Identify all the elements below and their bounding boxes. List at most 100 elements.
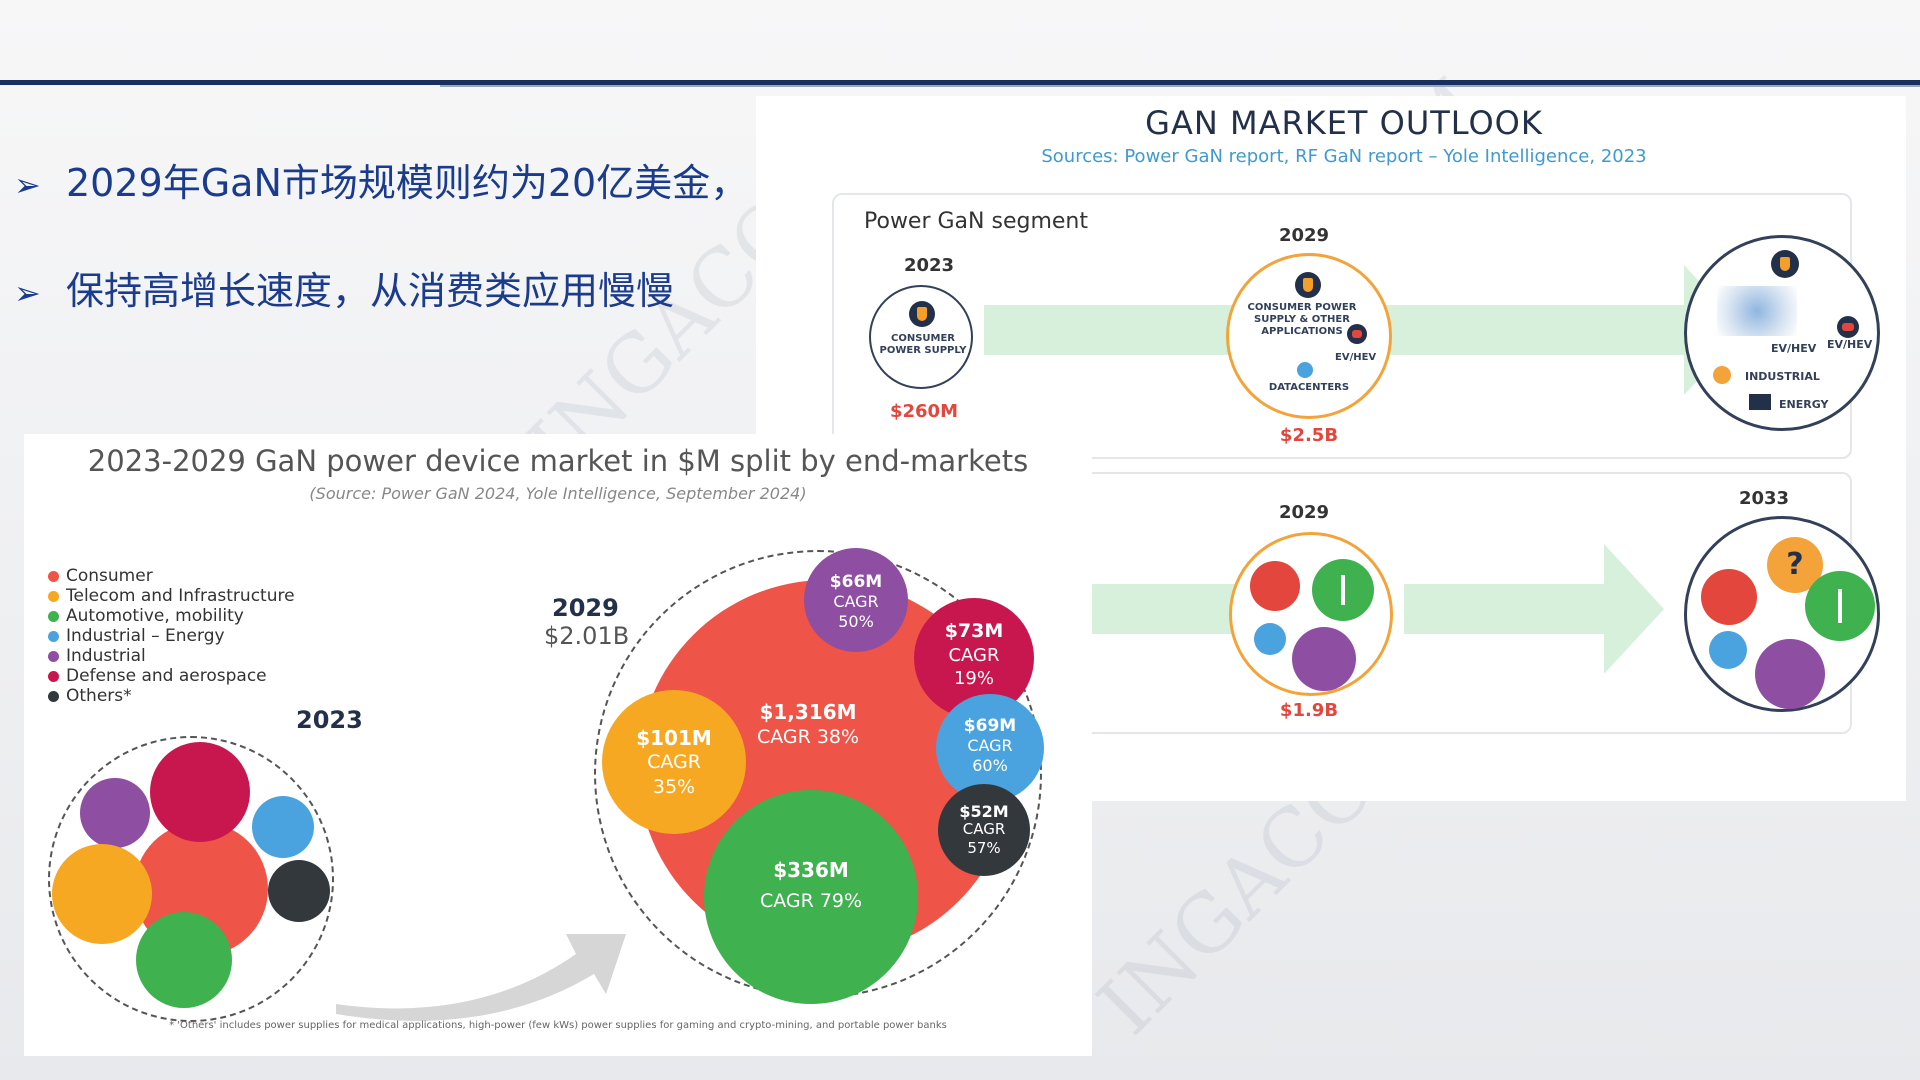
power-2029-consumer-label: CONSUMER POWER SUPPLY & OTHER APPLICATIO… bbox=[1247, 302, 1357, 337]
rf-2029-circle bbox=[1229, 532, 1393, 696]
market-footnote: * 'Others' includes power supplies for m… bbox=[169, 1020, 947, 1031]
bullet-line-1: ➢ 2029年GaN市场规模则约为20亿美金， bbox=[14, 152, 748, 207]
power-2029-value: $2.5B bbox=[1279, 425, 1339, 446]
rf-2029-value: $1.9B bbox=[1279, 700, 1339, 721]
bubble-2023-industrial-energy bbox=[252, 796, 314, 858]
bubble-automotive-cagr: CAGR 79% bbox=[759, 890, 863, 912]
power-plug-icon bbox=[1771, 250, 1799, 278]
legend-label: Others* bbox=[66, 686, 132, 706]
bullet-arrow-icon: ➢ bbox=[14, 166, 41, 204]
power-2033-evhev-label-2: EV/HEV bbox=[1827, 338, 1873, 351]
bubble-consumer-value: $1,316M bbox=[759, 700, 857, 724]
power-2029-circle: CONSUMER POWER SUPPLY & OTHER APPLICATIO… bbox=[1226, 253, 1392, 419]
power-year-2023: 2023 bbox=[903, 255, 955, 276]
satellite-icon bbox=[1701, 569, 1757, 625]
bubble-industrial-energy-value: $69M bbox=[963, 716, 1017, 736]
bullet-text: 2029年GaN市场规模则约为20亿美金， bbox=[66, 161, 749, 205]
power-year-2029: 2029 bbox=[1278, 225, 1330, 246]
bubble-2023-automotive bbox=[136, 912, 232, 1008]
antenna-icon bbox=[1805, 571, 1875, 641]
legend-item: Consumer bbox=[48, 566, 295, 586]
rf-2033-circle: ? bbox=[1684, 516, 1880, 712]
bubble-2023-industrial bbox=[80, 778, 150, 848]
datacenter-icon bbox=[1297, 362, 1313, 378]
power-2023-label: CONSUMER POWER SUPPLY bbox=[879, 333, 967, 356]
power-plug-icon bbox=[1295, 272, 1321, 298]
legend-item: Defense and aerospace bbox=[48, 666, 295, 686]
legend-label: Telecom and Infrastructure bbox=[66, 586, 295, 606]
legend-item: Telecom and Infrastructure bbox=[48, 586, 295, 606]
bubble-2023-others bbox=[268, 860, 330, 922]
ev-car-icon bbox=[1347, 324, 1367, 344]
bubble-2023-telecom bbox=[52, 844, 152, 944]
radar-dish-icon bbox=[1292, 627, 1356, 691]
legend-swatch bbox=[48, 670, 59, 682]
power-segment-label: Power GaN segment bbox=[864, 209, 1088, 234]
solar-panel-icon bbox=[1749, 394, 1771, 410]
power-2033-industrial-label: INDUSTRIAL bbox=[1745, 370, 1820, 383]
legend-swatch bbox=[48, 570, 59, 582]
outlook-sources: Sources: Power GaN report, RF GaN report… bbox=[1041, 146, 1647, 167]
power-plug-icon bbox=[909, 301, 935, 327]
bubble-2023-defense bbox=[150, 742, 250, 842]
rf-year-2033: 2033 bbox=[1738, 488, 1790, 509]
radio-icon bbox=[1254, 623, 1286, 655]
header-rule-thin bbox=[440, 85, 1920, 87]
legend-item: Others* bbox=[48, 686, 295, 706]
market-year-2029: 2029 bbox=[552, 594, 619, 622]
power-2023-value: $260M bbox=[889, 401, 958, 422]
legend-swatch bbox=[48, 650, 59, 662]
bubble-telecom-value: $101M bbox=[636, 726, 712, 750]
bullet-line-2: ➢ 保持高增长速度，从消费类应用慢慢 bbox=[14, 260, 674, 315]
legend-swatch bbox=[48, 590, 59, 602]
antenna-icon bbox=[1312, 559, 1374, 621]
power-2033-evhev-label: EV/HEV bbox=[1771, 342, 1817, 355]
legend-label: Automotive, mobility bbox=[66, 606, 244, 626]
rf-year-2029: 2029 bbox=[1278, 502, 1330, 523]
growth-arrow bbox=[336, 934, 626, 1021]
power-gan-segment-box: Power GaN segment 2023 CONSUMER POWER SU… bbox=[832, 193, 1880, 459]
bubble-defense-value: $73M bbox=[944, 620, 1004, 642]
legend-label: Defense and aerospace bbox=[66, 666, 267, 686]
radar-dish-icon bbox=[1755, 639, 1825, 709]
power-2029-datacenters-label: DATACENTERS bbox=[1268, 382, 1350, 393]
power-2033-energy-label: ENERGY bbox=[1779, 398, 1829, 411]
legend-item: Industrial bbox=[48, 646, 295, 666]
market-title: 2023-2029 GaN power device market in $M … bbox=[87, 444, 1029, 478]
bullet-text: 保持高增长速度，从消费类应用慢慢 bbox=[66, 269, 675, 313]
legend-swatch bbox=[48, 610, 59, 622]
legend-item: Automotive, mobility bbox=[48, 606, 295, 626]
market-split-panel: 2023-2029 GaN power device market in $M … bbox=[24, 434, 1092, 1056]
legend-item: Industrial – Energy bbox=[48, 626, 295, 646]
bubble-automotive-value: $336M bbox=[773, 858, 849, 882]
outlook-title: GAN MARKET OUTLOOK bbox=[1145, 104, 1543, 142]
bubble-consumer-cagr: CAGR 38% bbox=[756, 726, 860, 748]
legend-label: Industrial bbox=[66, 646, 146, 666]
bubble-others-value: $52M bbox=[959, 802, 1009, 821]
power-2033-circle: EV/HEV EV/HEV INDUSTRIAL ENERGY bbox=[1684, 235, 1880, 431]
market-total-2029: $2.01B bbox=[544, 622, 630, 650]
bubble-cluster-2023 bbox=[48, 736, 334, 1022]
market-source: (Source: Power GaN 2024, Yole Intelligen… bbox=[309, 484, 807, 503]
power-2029-evhev-label: EV/HEV bbox=[1335, 352, 1377, 363]
legend-label: Industrial – Energy bbox=[66, 626, 225, 646]
power-2023-circle: CONSUMER POWER SUPPLY bbox=[869, 285, 973, 389]
ev-car-icon bbox=[1837, 316, 1859, 338]
radio-icon bbox=[1709, 631, 1747, 669]
legend-label: Consumer bbox=[66, 566, 153, 586]
header-rule bbox=[0, 80, 1920, 85]
bubble-industrial-value: $66M bbox=[829, 572, 883, 592]
legend-swatch bbox=[48, 630, 59, 642]
bullet-arrow-icon: ➢ bbox=[14, 274, 41, 312]
industrial-icon bbox=[1713, 366, 1731, 384]
market-year-2023: 2023 bbox=[296, 706, 363, 734]
